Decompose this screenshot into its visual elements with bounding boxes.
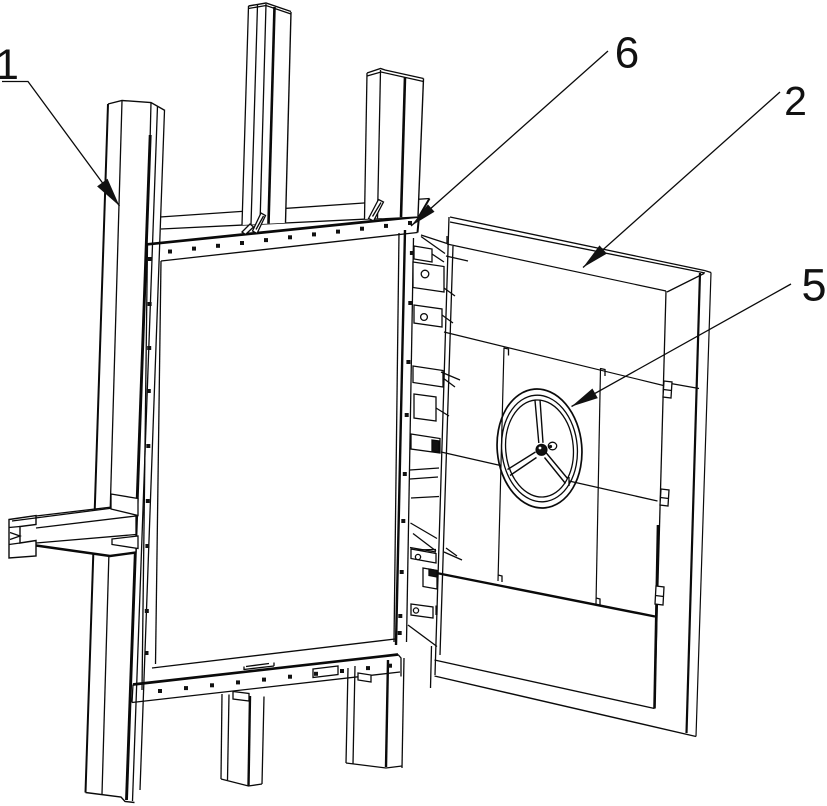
svg-text:2: 2 (784, 78, 807, 124)
svg-text:1: 1 (0, 41, 19, 89)
svg-text:5: 5 (801, 260, 826, 311)
svg-text:6: 6 (615, 29, 639, 78)
